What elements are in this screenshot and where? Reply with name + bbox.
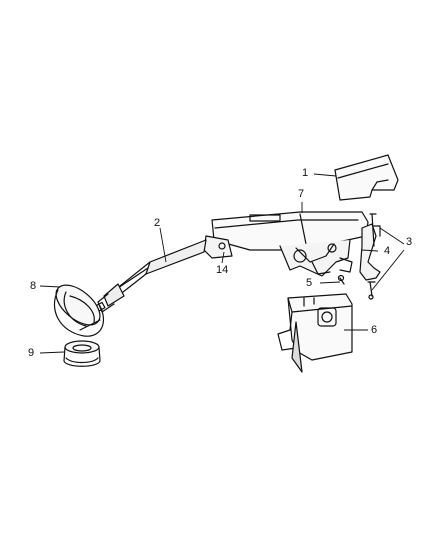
- part-9-bushing-ring: [63, 340, 101, 367]
- leader-1: [313, 173, 337, 177]
- leader-8: [39, 285, 61, 288]
- callout-6: 6: [371, 324, 378, 336]
- part-1-upper-shroud: [334, 154, 399, 201]
- part-7-steering-column-body: [203, 211, 381, 281]
- leader-3a: [379, 227, 405, 245]
- callout-14: 14: [216, 264, 229, 276]
- callout-1: 1: [302, 167, 309, 179]
- callout-2: 2: [154, 217, 161, 229]
- callout-8: 8: [30, 280, 37, 292]
- part-3-mounting-bolts: [367, 213, 377, 300]
- callout-9: 9: [28, 347, 35, 359]
- callout-3: 3: [406, 236, 413, 248]
- part-6-lower-shroud: [277, 293, 353, 373]
- part-5-screw: [337, 274, 345, 285]
- leader-4: [361, 249, 379, 252]
- callout-4: 4: [384, 245, 391, 257]
- part-2-intermediate-shaft: [94, 239, 207, 313]
- leader-9: [39, 351, 65, 354]
- callout-7: 7: [298, 188, 305, 200]
- leader-lines: [39, 173, 405, 354]
- leader-14: [221, 251, 225, 264]
- part-8-dash-seal-boot: [53, 284, 105, 337]
- leader-5: [319, 281, 341, 284]
- leader-3b: [371, 249, 405, 291]
- leader-2: [159, 227, 167, 263]
- callout-5: 5: [306, 277, 313, 289]
